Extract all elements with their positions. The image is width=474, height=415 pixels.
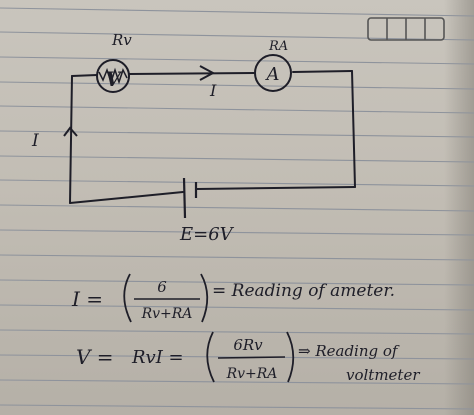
page-edge-shadow (444, 0, 474, 415)
eq1-numerator: 6 (157, 278, 167, 296)
eq2-fraction-bar (217, 356, 286, 359)
eq2-left-paren (206, 331, 215, 383)
page-number-box (367, 17, 445, 41)
eq2-right-paren (286, 331, 295, 383)
current-label-left: I (31, 131, 39, 151)
circuit-wires (69, 70, 356, 204)
battery-emf-label: E=6V (179, 224, 235, 245)
eq2-rhs-line2: voltmeter (346, 366, 420, 384)
eq1-denominator: Rv+RA (141, 306, 193, 322)
voltmeter-symbol: V (105, 67, 123, 91)
battery-long-plate (182, 177, 187, 219)
eq2-rhs-line1: ⇒ Reading of (298, 342, 400, 360)
current-label-top: I (209, 81, 217, 100)
current-arrow-top (199, 65, 216, 81)
eq1-right-paren (200, 273, 209, 323)
resistor-zigzag-icon (98, 67, 128, 85)
eq2-middle: RvI = (131, 347, 184, 368)
ammeter-resistance-label: RA (268, 39, 288, 54)
eq1-rhs: = Reading of ameter. (212, 281, 395, 301)
equation-voltage: V = RvI = 6Rv Rv+RA ⇒ Reading of voltmet… (76, 331, 420, 384)
ammeter-symbol: A (265, 64, 280, 85)
eq1-left-paren (123, 273, 132, 323)
eq2-denominator: Rv+RA (226, 366, 278, 382)
voltmeter-resistance-label: Rv (111, 31, 132, 49)
voltmeter: V (96, 59, 130, 93)
eq2-numerator: 6Rv (233, 336, 263, 354)
equation-current: I = 6 Rv+RA = Reading of ameter. (71, 273, 395, 323)
eq1-lhs: I = (71, 287, 103, 311)
ammeter: A (254, 54, 292, 92)
current-arrow-left (63, 126, 78, 137)
eq2-lhs: V = (76, 345, 114, 369)
